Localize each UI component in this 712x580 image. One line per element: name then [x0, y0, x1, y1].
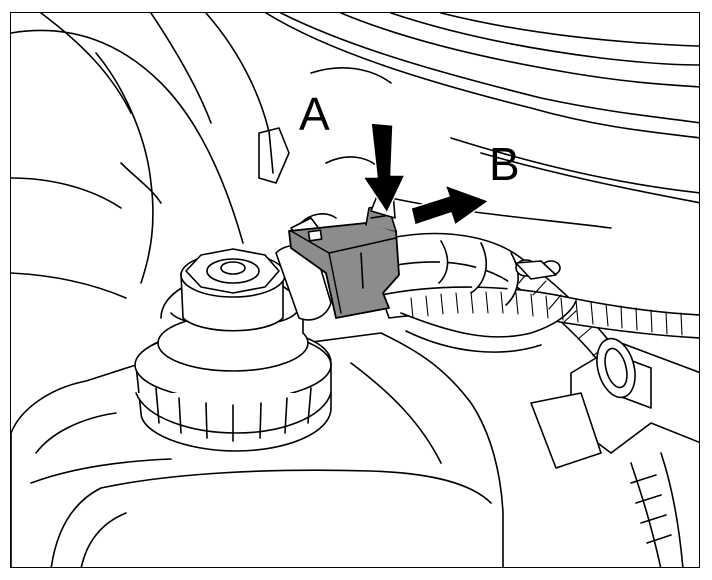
body-panel-lines	[11, 13, 274, 299]
callout-b: B	[489, 138, 520, 190]
reservoir-cap	[134, 248, 332, 452]
arrow-b	[410, 184, 490, 226]
right-component	[530, 337, 699, 567]
illustration-frame: A B	[10, 12, 700, 568]
harness-stud	[515, 259, 561, 280]
callout-a: A	[299, 88, 330, 140]
engine-cover-lines	[265, 13, 699, 229]
arrow-a	[362, 122, 406, 214]
technical-illustration	[11, 13, 699, 567]
